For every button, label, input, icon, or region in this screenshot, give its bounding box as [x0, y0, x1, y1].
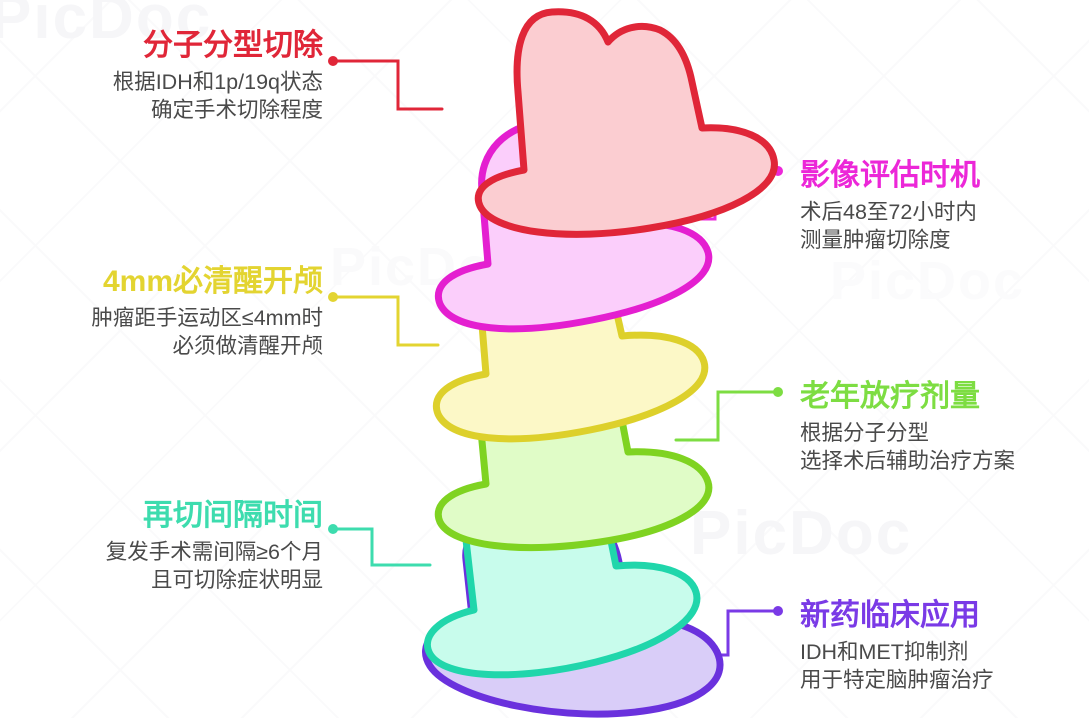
label-line-1: 根据分子分型 — [800, 421, 930, 446]
label-reoperation-interval[interactable]: 再切间隔时间 复发手术需间隔≥6个月 且可切除症状明显 — [105, 499, 323, 595]
label-line-2: 且可切除症状明显 — [150, 568, 323, 593]
label-title: 老年放疗剂量 — [800, 380, 980, 413]
label-line-1: 肿瘤距手运动区≤4mm时 — [91, 306, 323, 331]
label-line-2: 用于特定脑肿瘤治疗 — [800, 668, 994, 693]
label-molecular-resection[interactable]: 分子分型切除 根据IDH和1p/19q状态 确定手术切除程度 — [112, 29, 323, 125]
label-title: 影像评估时机 — [800, 159, 980, 192]
label-title: 新药临床应用 — [800, 599, 980, 632]
connector-dot-5 — [328, 524, 338, 534]
label-line-1: IDH和MET抑制剂 — [800, 640, 969, 665]
label-imaging-timing[interactable]: 影像评估时机 术后48至72小时内 测量肿瘤切除度 — [800, 159, 980, 255]
connector-line-5 — [331, 527, 432, 567]
label-line-2: 必须做清醒开颅 — [172, 334, 323, 359]
connector-dot-4 — [773, 387, 783, 397]
label-line-1: 术后48至72小时内 — [800, 200, 977, 225]
connector-dot-6 — [773, 606, 783, 616]
connector-dot-1 — [328, 56, 338, 66]
label-line-1: 根据IDH和1p/19q状态 — [112, 70, 323, 95]
label-elderly-radiotherapy-dose[interactable]: 老年放疗剂量 根据分子分型 选择术后辅助治疗方案 — [800, 380, 1016, 476]
connector-dot-3 — [328, 292, 338, 302]
connector-line-3 — [331, 295, 440, 347]
label-awake-craniotomy[interactable]: 4mm必清醒开颅 肿瘤距手运动区≤4mm时 必须做清醒开颅 — [91, 265, 323, 361]
label-line-2: 测量肿瘤切除度 — [800, 228, 951, 253]
label-line-2: 选择术后辅助治疗方案 — [800, 449, 1016, 474]
label-title: 再切间隔时间 — [143, 499, 323, 532]
hat-shape-molecular-resection — [474, 8, 778, 238]
label-title: 分子分型切除 — [143, 29, 323, 62]
label-title: 4mm必清醒开颅 — [102, 265, 323, 298]
label-new-drug-application[interactable]: 新药临床应用 IDH和MET抑制剂 用于特定脑肿瘤治疗 — [800, 599, 994, 695]
label-line-1: 复发手术需间隔≥6个月 — [105, 540, 323, 565]
connector-line-4 — [674, 390, 780, 442]
connector-line-1 — [331, 59, 444, 111]
label-line-2: 确定手术切除程度 — [150, 98, 323, 123]
